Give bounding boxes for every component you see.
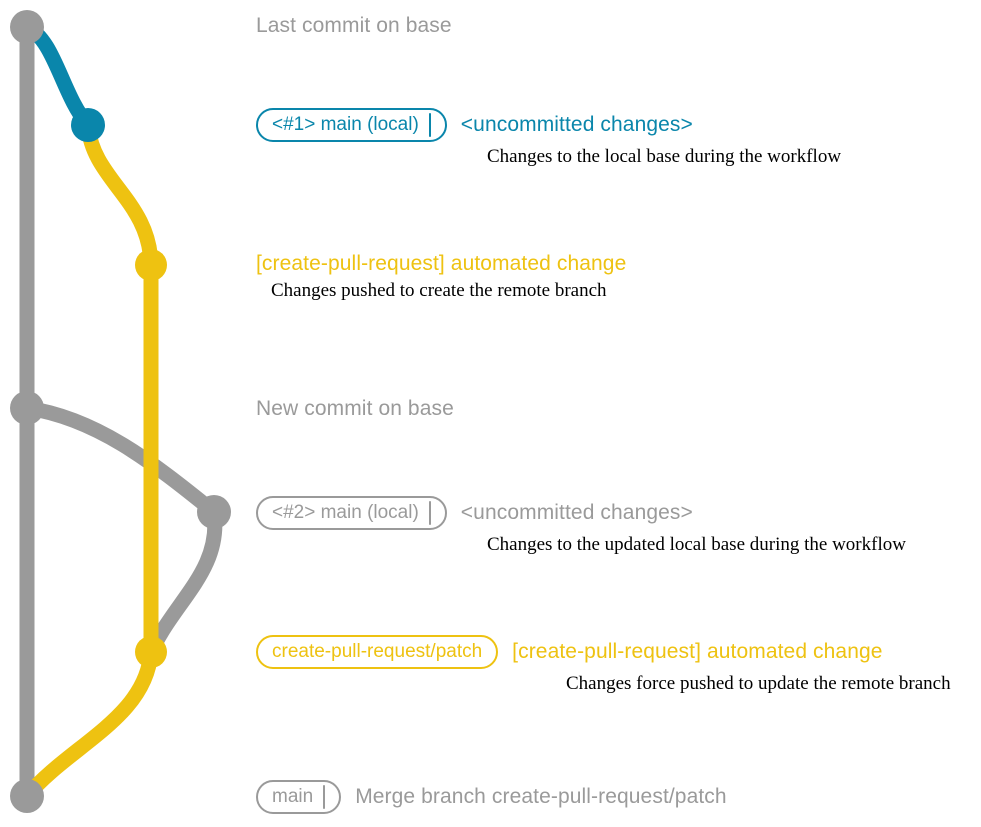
- edge-patch2-to-merge: [19, 644, 159, 804]
- node-base-merge[interactable]: [10, 779, 44, 813]
- row-headline: <uncommitted changes>: [460, 113, 693, 136]
- node-patch-1[interactable]: [135, 249, 167, 281]
- row-automated-change-1: [create-pull-request] automated change C…: [256, 252, 626, 302]
- row-local-change-1: <#1> main (local) <uncommitted changes> …: [256, 108, 841, 168]
- row-headline: [create-pull-request] automated change: [512, 640, 883, 663]
- row-local-change-2: <#2> main (local) <uncommitted changes> …: [256, 496, 906, 556]
- row-last-commit-on-base: Last commit on base: [256, 14, 452, 38]
- edge-base-to-local1: [19, 19, 96, 133]
- row-new-commit-on-base: New commit on base: [256, 397, 454, 421]
- branch-pill-main-local-2[interactable]: <#2> main (local): [256, 496, 447, 530]
- branch-pill-main-local-1[interactable]: <#1> main (local): [256, 108, 447, 142]
- edge-local1-to-patch1: [80, 117, 159, 273]
- row-subline: Changes to the local base during the wor…: [487, 146, 842, 167]
- row-headline: New commit on base: [256, 397, 454, 420]
- row-automated-change-2: create-pull-request/patch [create-pull-r…: [256, 635, 951, 695]
- row-subline: Changes force pushed to update the remot…: [566, 673, 951, 694]
- node-patch-2[interactable]: [135, 636, 167, 668]
- row-headline: [create-pull-request] automated change: [256, 252, 627, 275]
- row-headline: <uncommitted changes>: [460, 501, 693, 524]
- row-headline: Last commit on base: [256, 14, 452, 37]
- row-merge-commit: main Merge branch create-pull-request/pa…: [256, 780, 727, 814]
- branch-pill-create-pull-request-patch[interactable]: create-pull-request/patch: [256, 635, 499, 669]
- node-base-top[interactable]: [10, 10, 44, 44]
- edge-local2-to-patch2: [143, 504, 223, 660]
- node-base-new[interactable]: [10, 391, 44, 425]
- branch-graph: [10, 10, 231, 813]
- row-subline: Changes to the updated local base during…: [487, 534, 906, 555]
- node-local-1[interactable]: [71, 108, 105, 142]
- edge-base-to-local2: [19, 400, 222, 520]
- branch-pill-main[interactable]: main: [256, 780, 342, 814]
- row-headline: Merge branch create-pull-request/patch: [355, 785, 727, 808]
- node-local-2[interactable]: [197, 495, 231, 529]
- row-subline: Changes pushed to create the remote bran…: [271, 280, 607, 301]
